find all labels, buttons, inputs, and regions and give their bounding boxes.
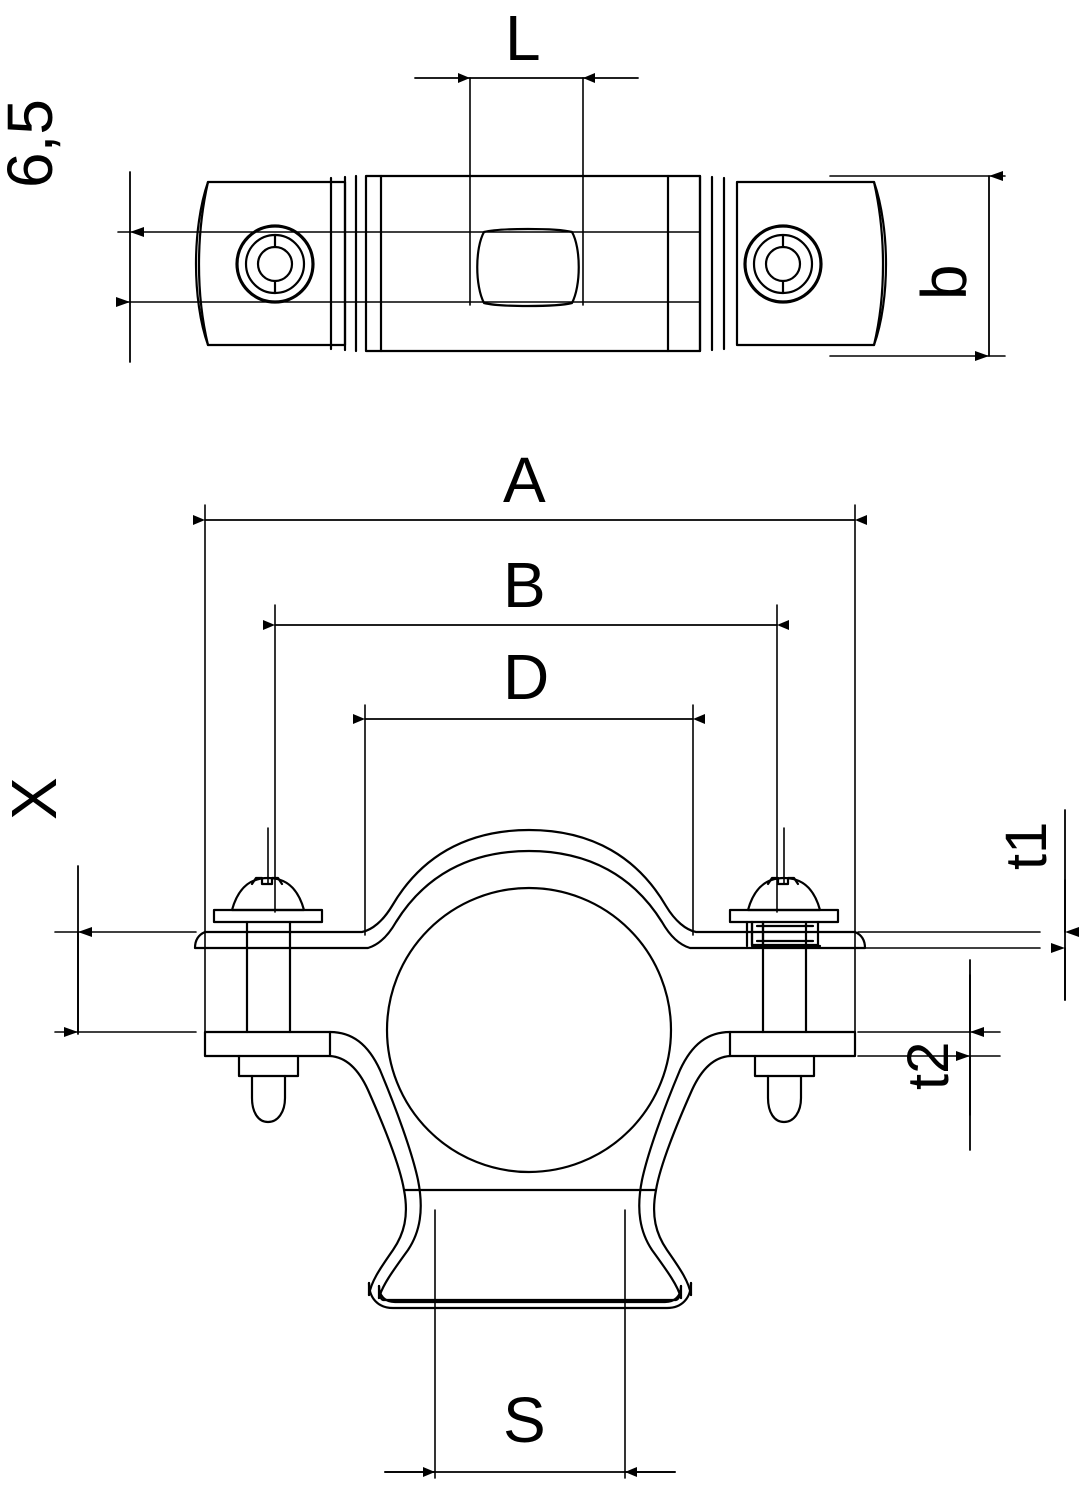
dim-label-D: D	[503, 641, 550, 713]
front-view-geometry	[193, 828, 867, 1310]
left-screw	[212, 876, 324, 1124]
dim-label-t2: t2	[896, 1041, 961, 1090]
dim-label-B: B	[503, 549, 546, 621]
top-view-dimensions	[116, 73, 1003, 363]
dim-label-6-5: 6,5	[0, 99, 66, 188]
dim-label-S: S	[503, 1384, 546, 1456]
top-view-geometry	[117, 77, 1006, 357]
dim-label-L: L	[505, 2, 541, 74]
right-screw	[728, 876, 840, 1124]
dim-label-b: b	[908, 264, 980, 300]
front-view-side-dimensions	[64, 809, 1079, 1477]
front-view-thin-lines	[54, 827, 1041, 1479]
front-view-top-dimensions	[193, 504, 867, 1041]
dim-label-X: X	[0, 777, 70, 820]
dim-label-t1: t1	[994, 821, 1059, 870]
dim-label-A: A	[503, 444, 546, 516]
